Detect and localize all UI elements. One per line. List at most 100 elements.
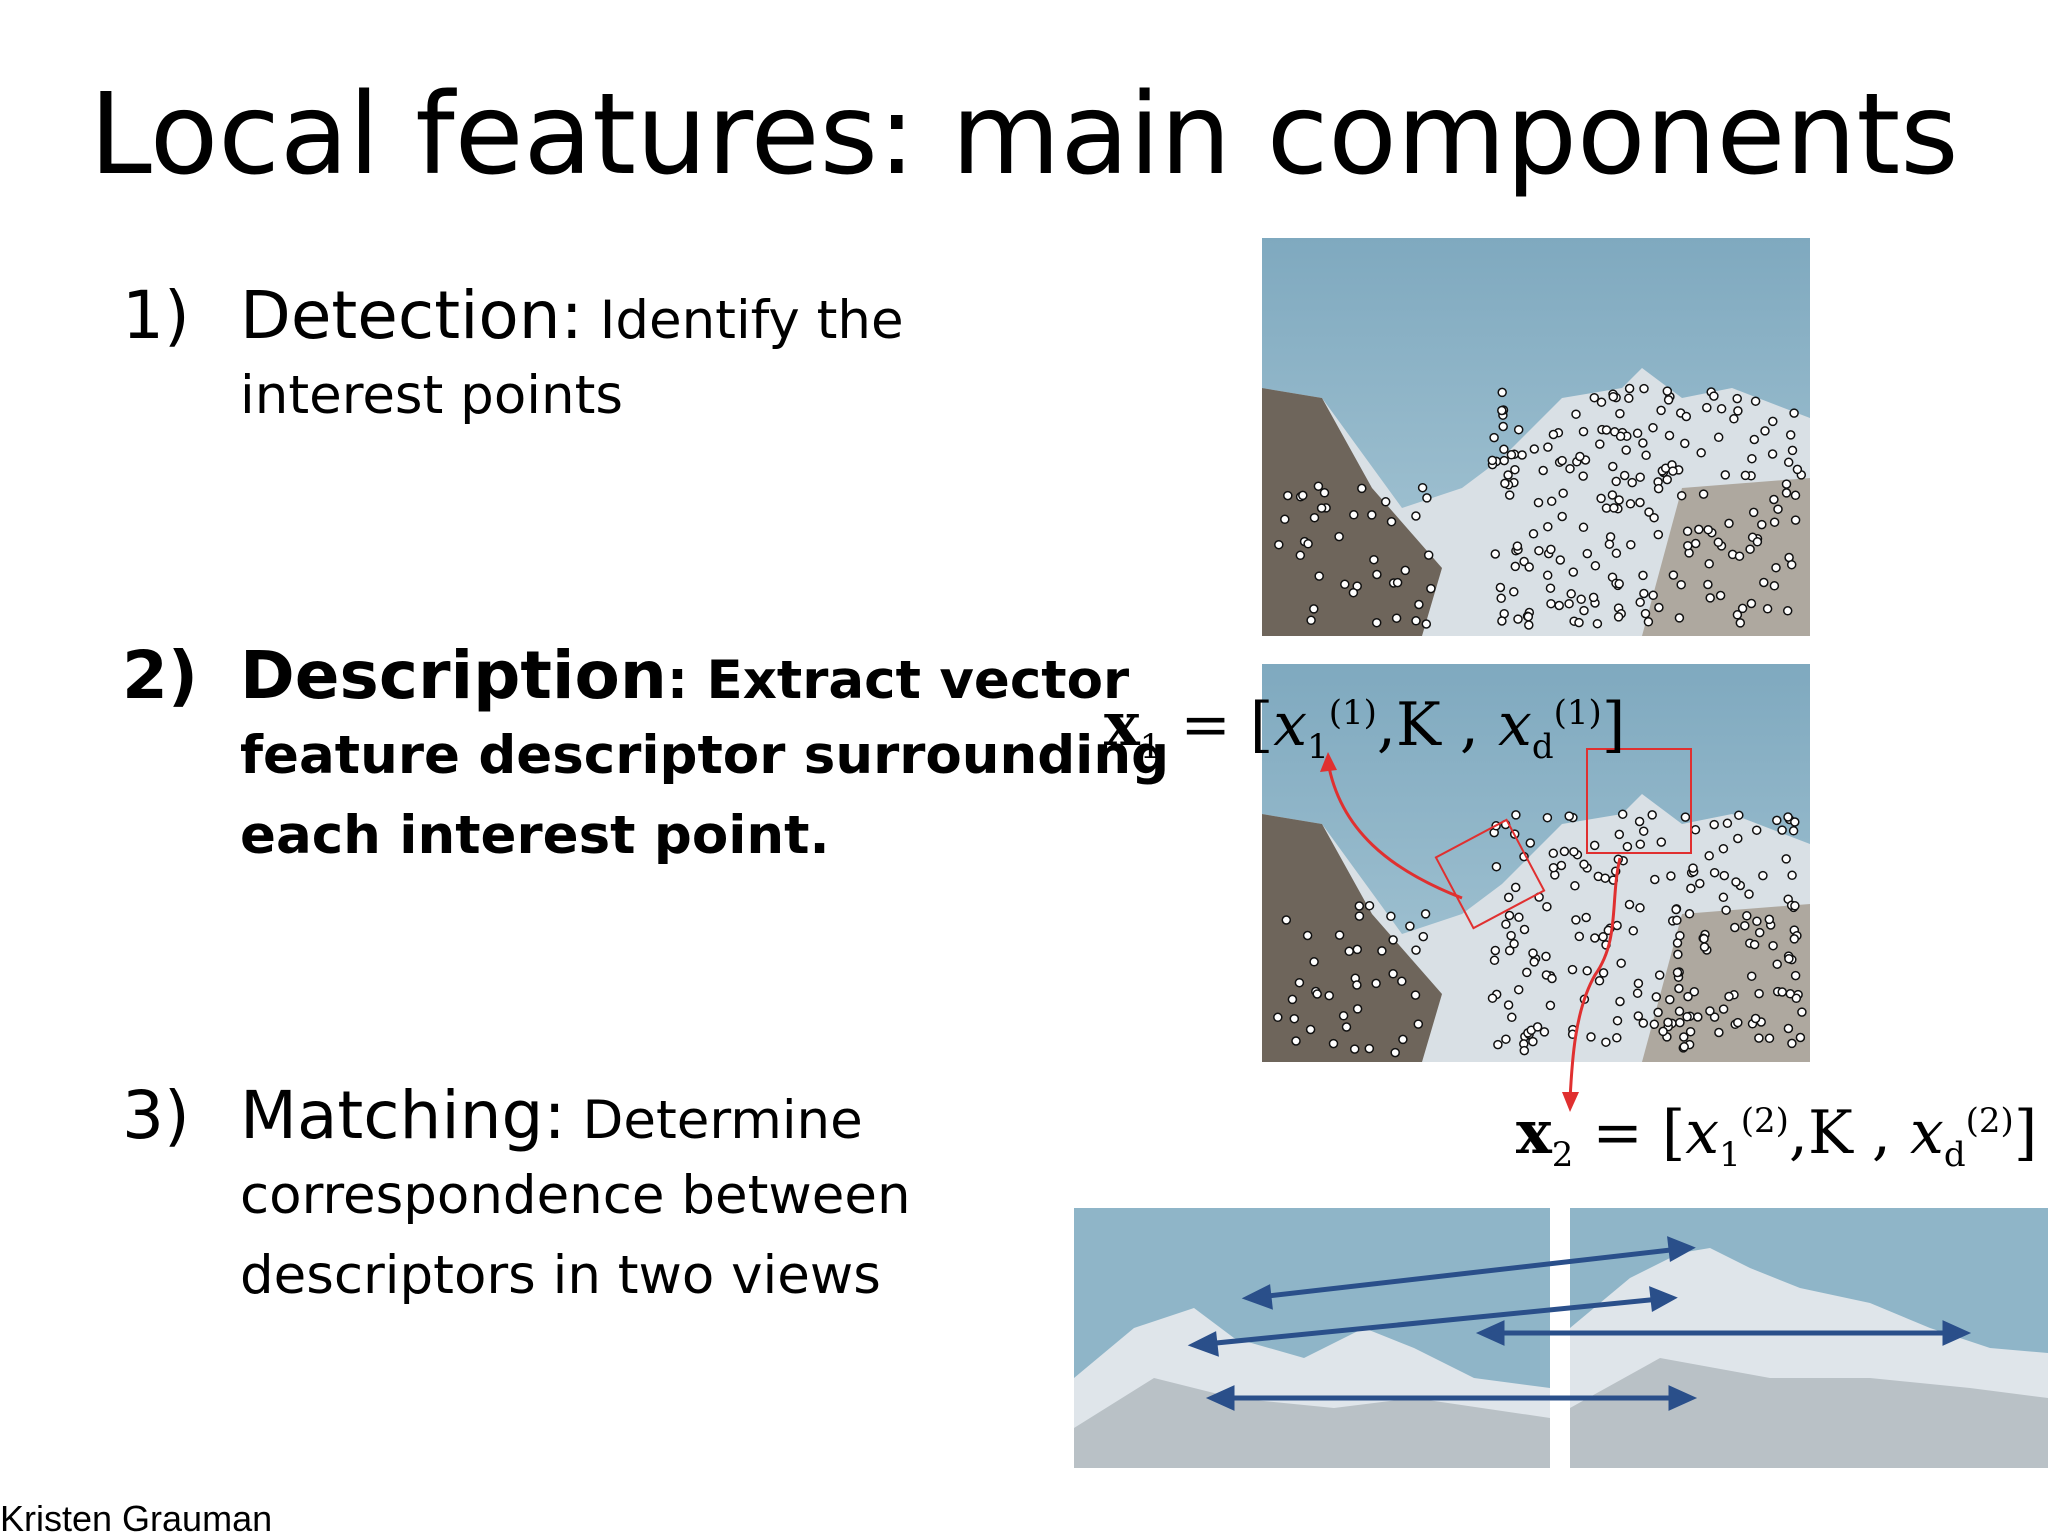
keypoint-marker <box>1653 1007 1663 1018</box>
keypoint-marker <box>1626 539 1636 550</box>
keypoint-marker <box>1744 889 1754 899</box>
keypoint-marker <box>1732 393 1742 404</box>
item-description-cont: interest points <box>240 365 623 426</box>
keypoint-marker <box>1504 910 1515 921</box>
keypoint-marker <box>1737 603 1748 614</box>
keypoint-marker <box>1662 474 1672 485</box>
keypoint-marker <box>1615 408 1625 419</box>
keypoint-marker <box>1598 968 1609 978</box>
keypoint-marker <box>1699 942 1710 952</box>
keypoint-marker <box>1519 924 1530 935</box>
keypoint-marker <box>1749 434 1760 445</box>
keypoint-marker <box>1781 854 1791 864</box>
keypoint-marker <box>1354 901 1365 911</box>
keypoint-marker <box>1777 987 1787 997</box>
keypoint-marker <box>1742 911 1752 921</box>
keypoint-marker <box>1713 537 1724 548</box>
keypoint-marker <box>1529 444 1540 454</box>
item-number: 1) <box>122 277 190 354</box>
keypoint-marker <box>1649 512 1659 523</box>
keypoint-marker <box>1663 395 1674 405</box>
keypoint-marker <box>1413 1019 1424 1029</box>
keypoint-marker <box>1542 812 1553 823</box>
keypoint-marker <box>1750 1013 1761 1024</box>
keypoint-marker <box>1352 944 1363 955</box>
keypoint-marker <box>1533 497 1544 508</box>
keypoint-marker <box>1348 587 1359 598</box>
keypoint-marker <box>1545 1000 1556 1011</box>
keypoint-marker <box>1680 438 1690 449</box>
keypoint-marker <box>1554 600 1564 611</box>
keypoint-marker <box>1613 612 1624 622</box>
keypoint-marker <box>1578 471 1588 481</box>
keypoint-marker <box>1556 860 1567 871</box>
keypoint-marker <box>1758 870 1768 881</box>
keypoint-marker <box>1309 512 1320 523</box>
keypoint-marker <box>1754 988 1764 999</box>
keypoint-marker <box>1609 503 1619 513</box>
keypoint-marker <box>1729 414 1739 424</box>
keypoint-marker <box>1594 976 1605 986</box>
keypoint-marker <box>1546 544 1556 555</box>
keypoint-marker <box>1567 1029 1578 1040</box>
keypoint-marker <box>1672 967 1683 978</box>
keypoint-marker <box>1352 1004 1363 1014</box>
keypoint-marker <box>1334 531 1344 542</box>
keypoint-marker <box>1683 991 1693 1002</box>
keypoint-marker <box>1668 570 1679 580</box>
keypoint-marker <box>1529 957 1539 967</box>
item-description-cont: each interest point. <box>240 805 830 866</box>
keypoint-marker <box>1528 948 1538 958</box>
keypoint-marker <box>1386 911 1396 922</box>
keypoint-marker <box>1653 529 1664 540</box>
keypoint-marker <box>1704 559 1714 569</box>
keypoint-marker <box>1501 1034 1511 1044</box>
keypoint-marker <box>1641 450 1651 461</box>
keypoint-marker <box>1627 477 1637 488</box>
keypoint-marker <box>1781 488 1792 498</box>
keypoint-marker <box>1789 934 1800 944</box>
keypoint-marker <box>1749 939 1760 950</box>
keypoint-marker <box>1506 450 1517 460</box>
keypoint-marker <box>1421 619 1432 629</box>
keypoint-marker <box>1532 1022 1543 1032</box>
keypoint-marker <box>1635 839 1646 849</box>
keypoint-marker <box>1503 892 1514 903</box>
keypoint-marker <box>1420 909 1431 919</box>
keypoint-marker <box>1303 539 1313 549</box>
keypoint-marker <box>1426 583 1436 594</box>
keypoint-marker <box>1377 946 1387 956</box>
keypoint-marker <box>1676 490 1687 501</box>
keypoint-marker <box>1576 594 1586 605</box>
keypoint-marker <box>1658 1026 1668 1037</box>
keypoint-marker <box>1417 482 1428 493</box>
keypoint-marker <box>1528 1036 1538 1047</box>
keypoint-marker <box>1612 920 1622 931</box>
keypoint-marker <box>1663 1017 1673 1028</box>
keypoint-marker <box>1281 915 1292 925</box>
keypoint-marker <box>1672 915 1682 926</box>
keypoint-marker <box>1574 931 1585 942</box>
keypoint-marker <box>1735 618 1746 628</box>
keypoint-marker <box>1514 912 1524 923</box>
keypoint-marker <box>1543 521 1553 532</box>
keypoint-marker <box>1716 404 1727 414</box>
descriptor-formula-2: x2 = [x1(2),K , xd(2)] <box>1516 1098 2038 1175</box>
keypoint-marker <box>1522 967 1532 978</box>
keypoint-marker <box>1705 593 1715 603</box>
keypoint-marker <box>1713 432 1724 443</box>
mountain-photo-detection <box>1262 238 1810 636</box>
keypoint-marker <box>1309 957 1319 967</box>
keypoint-marker <box>1694 524 1704 535</box>
keypoint-marker <box>1298 490 1308 501</box>
keypoint-marker <box>1797 1007 1807 1017</box>
keypoint-marker <box>1784 953 1794 964</box>
keypoint-marker <box>1344 946 1354 957</box>
keypoint-marker <box>1704 851 1714 861</box>
keypoint-marker <box>1571 915 1581 925</box>
keypoint-marker <box>1557 511 1567 522</box>
keypoint-marker <box>1783 457 1794 468</box>
keypoint-marker <box>1635 597 1645 608</box>
keypoint-marker <box>1489 955 1500 966</box>
keypoints-1 <box>1274 383 1807 630</box>
